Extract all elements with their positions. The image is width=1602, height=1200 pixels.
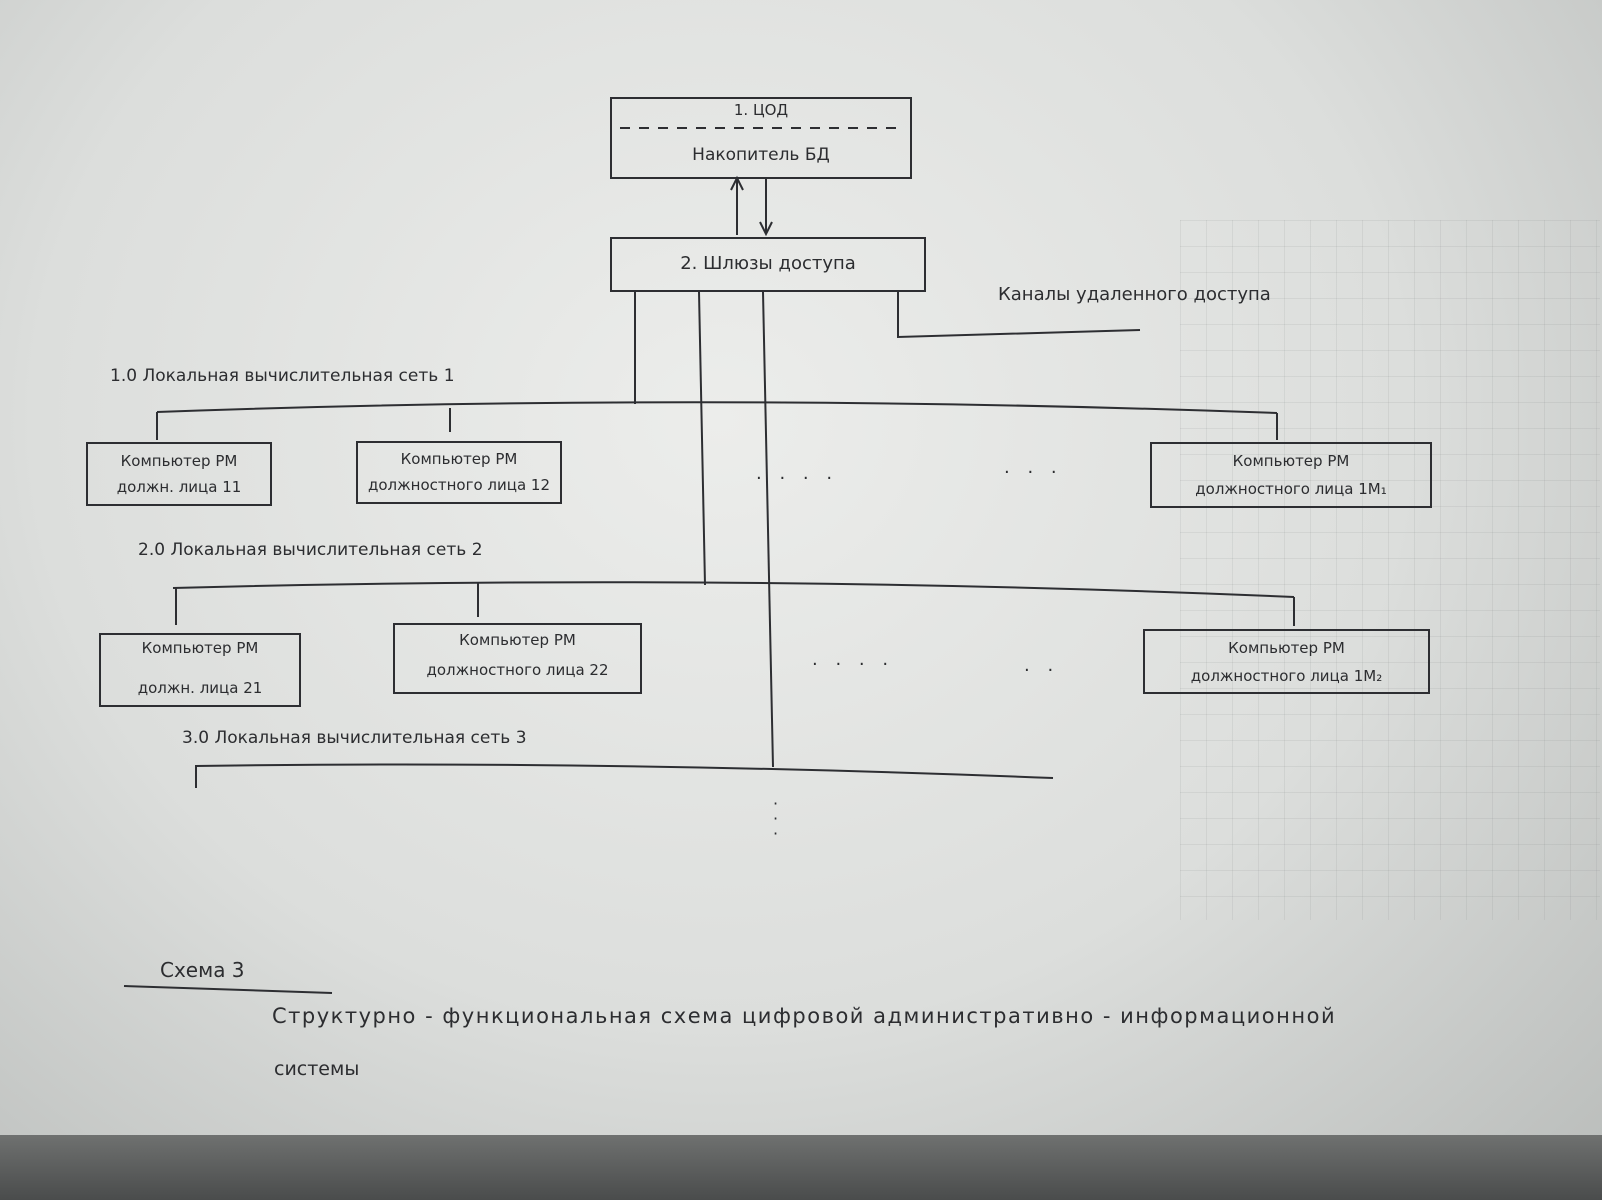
net1-ellipsis-a: · · · · bbox=[756, 468, 839, 489]
background-grid bbox=[1180, 220, 1600, 920]
network-2-label: 2.0 Локальная вычислительная сеть 2 bbox=[138, 540, 483, 560]
storage-label: Накопитель БД bbox=[692, 145, 830, 165]
remote-channel-line bbox=[897, 292, 1141, 339]
gateway-label: 2. Шлюзы доступа bbox=[680, 253, 856, 274]
computer-22-line1: Компьютер РМ bbox=[459, 631, 576, 649]
computer-11-line1: Компьютер РМ bbox=[120, 452, 238, 470]
gateway-box: 2. Шлюзы доступа bbox=[610, 237, 926, 292]
computer-1M2-line2: должностного лица 1M₂ bbox=[1190, 667, 1383, 685]
drop-net2 bbox=[698, 291, 706, 586]
caption-title: Схема 3 bbox=[160, 958, 245, 982]
computer-1M1-line1: Компьютер РМ bbox=[1232, 452, 1350, 470]
computer-21-line1: Компьютер РМ bbox=[141, 639, 259, 657]
remote-channels-label: Каналы удаленного доступа bbox=[998, 284, 1271, 305]
computer-12: Компьютер РМ должностного лица 12 bbox=[356, 441, 562, 504]
computer-1M2-line1: Компьютер РМ bbox=[1228, 639, 1345, 657]
storage-number: 1. ЦОД bbox=[733, 101, 789, 119]
computer-22-line2: должностного лица 22 bbox=[426, 661, 609, 679]
computer-1M1: Компьютер РМ должностного лица 1M₁ bbox=[1150, 442, 1432, 508]
drop-net3 bbox=[762, 291, 774, 768]
computer-21: Компьютер РМ должн. лица 21 bbox=[99, 633, 301, 707]
computer-21-line2: должн. лица 21 bbox=[137, 679, 263, 697]
arrow-down-head bbox=[759, 221, 773, 237]
net2-ellipsis-b: · · bbox=[1024, 660, 1060, 681]
computer-12-line2: должностного лица 12 bbox=[367, 476, 551, 494]
computer-1M1-line2: должностного лица 1M₁ bbox=[1195, 480, 1387, 498]
net1-bus bbox=[156, 401, 1278, 414]
storage-box: 1. ЦОД Накопитель БД bbox=[610, 97, 912, 179]
caption-line-2: системы bbox=[274, 1058, 360, 1080]
computer-11-line2: должн. лица 11 bbox=[116, 478, 242, 496]
net1-ellipsis-b: · · · bbox=[1004, 462, 1063, 483]
table-edge bbox=[0, 1135, 1602, 1200]
net3-bus bbox=[195, 763, 1054, 788]
network-3-label: 3.0 Локальная вычислительная сеть 3 bbox=[182, 728, 527, 748]
computer-22: Компьютер РМ должностного лица 22 bbox=[393, 623, 642, 694]
net2-bus bbox=[172, 581, 1295, 598]
caption-underline bbox=[123, 985, 333, 994]
computer-11: Компьютер РМ должн. лица 11 bbox=[86, 442, 272, 506]
computer-12-line1: Компьютер РМ bbox=[400, 450, 518, 468]
computer-1M2: Компьютер РМ должностного лица 1M₂ bbox=[1143, 629, 1430, 694]
vertical-ellipsis: · · · bbox=[773, 794, 779, 843]
net2-ellipsis-a: · · · · bbox=[812, 654, 895, 675]
network-1-label: 1.0 Локальная вычислительная сеть 1 bbox=[110, 366, 455, 386]
caption-line-1: Структурно - функциональная схема цифров… bbox=[272, 1004, 1337, 1028]
